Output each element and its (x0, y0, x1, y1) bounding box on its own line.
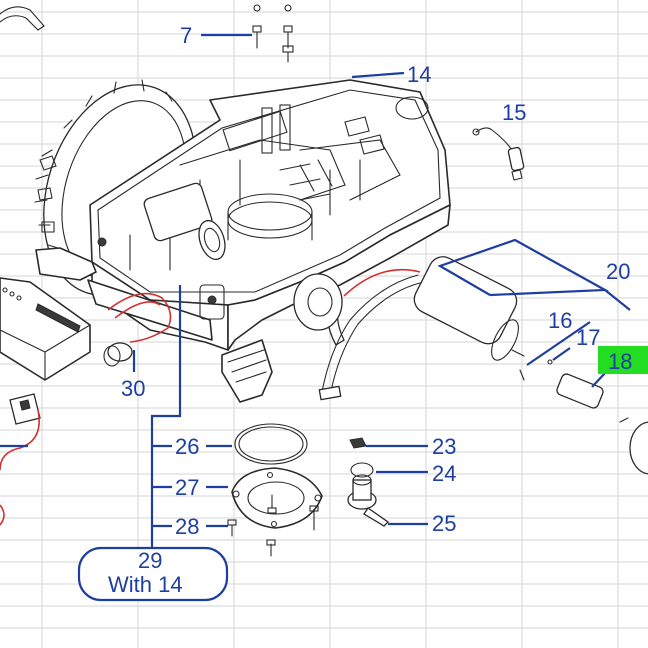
drive-motor-20 (293, 256, 525, 401)
leader-line-14 (351, 71, 405, 79)
spindle-25 (347, 474, 428, 527)
callout-20: 20 (606, 259, 630, 284)
sensor-cable-15 (472, 127, 525, 181)
highlight-18 (598, 346, 648, 374)
callout-16: 16 (548, 308, 572, 333)
screw-set-7 (252, 4, 294, 63)
internal-motor (143, 182, 226, 261)
callout-7: 7 (180, 23, 192, 48)
callout-24: 24 (432, 461, 456, 486)
callout-23: 23 (432, 434, 456, 459)
leader-line-20 (437, 238, 609, 297)
pin-16 (519, 321, 591, 381)
callout-25: 25 (432, 511, 456, 536)
callout-15: 15 (502, 100, 526, 125)
o-ring-26 (234, 423, 308, 465)
clip-23 (349, 437, 428, 449)
callout-30: 30 (121, 376, 145, 401)
wire-harness-left (0, 393, 41, 526)
connector-30 (103, 292, 172, 372)
callout-26: 26 (175, 434, 199, 459)
cover-plate-27 (231, 467, 323, 529)
callout-17: 17 (576, 325, 600, 350)
callout-27: 27 (175, 475, 199, 500)
callout-14: 14 (407, 62, 431, 87)
screws-28 (227, 494, 319, 557)
callout-18: 18 (608, 349, 632, 374)
pin-17 (547, 347, 571, 365)
part-fragment-top-left (0, 6, 45, 31)
callout-29: 29 (138, 548, 162, 573)
callout-29-box (77, 546, 229, 602)
coupler-18 (556, 371, 648, 475)
leader-line-20-ext (604, 289, 631, 311)
callout-29-note: With 14 (108, 572, 183, 597)
callout-28: 28 (175, 514, 199, 539)
leader-line-29 (150, 285, 182, 548)
battery-pack (0, 277, 91, 381)
ring-24 (350, 462, 428, 478)
